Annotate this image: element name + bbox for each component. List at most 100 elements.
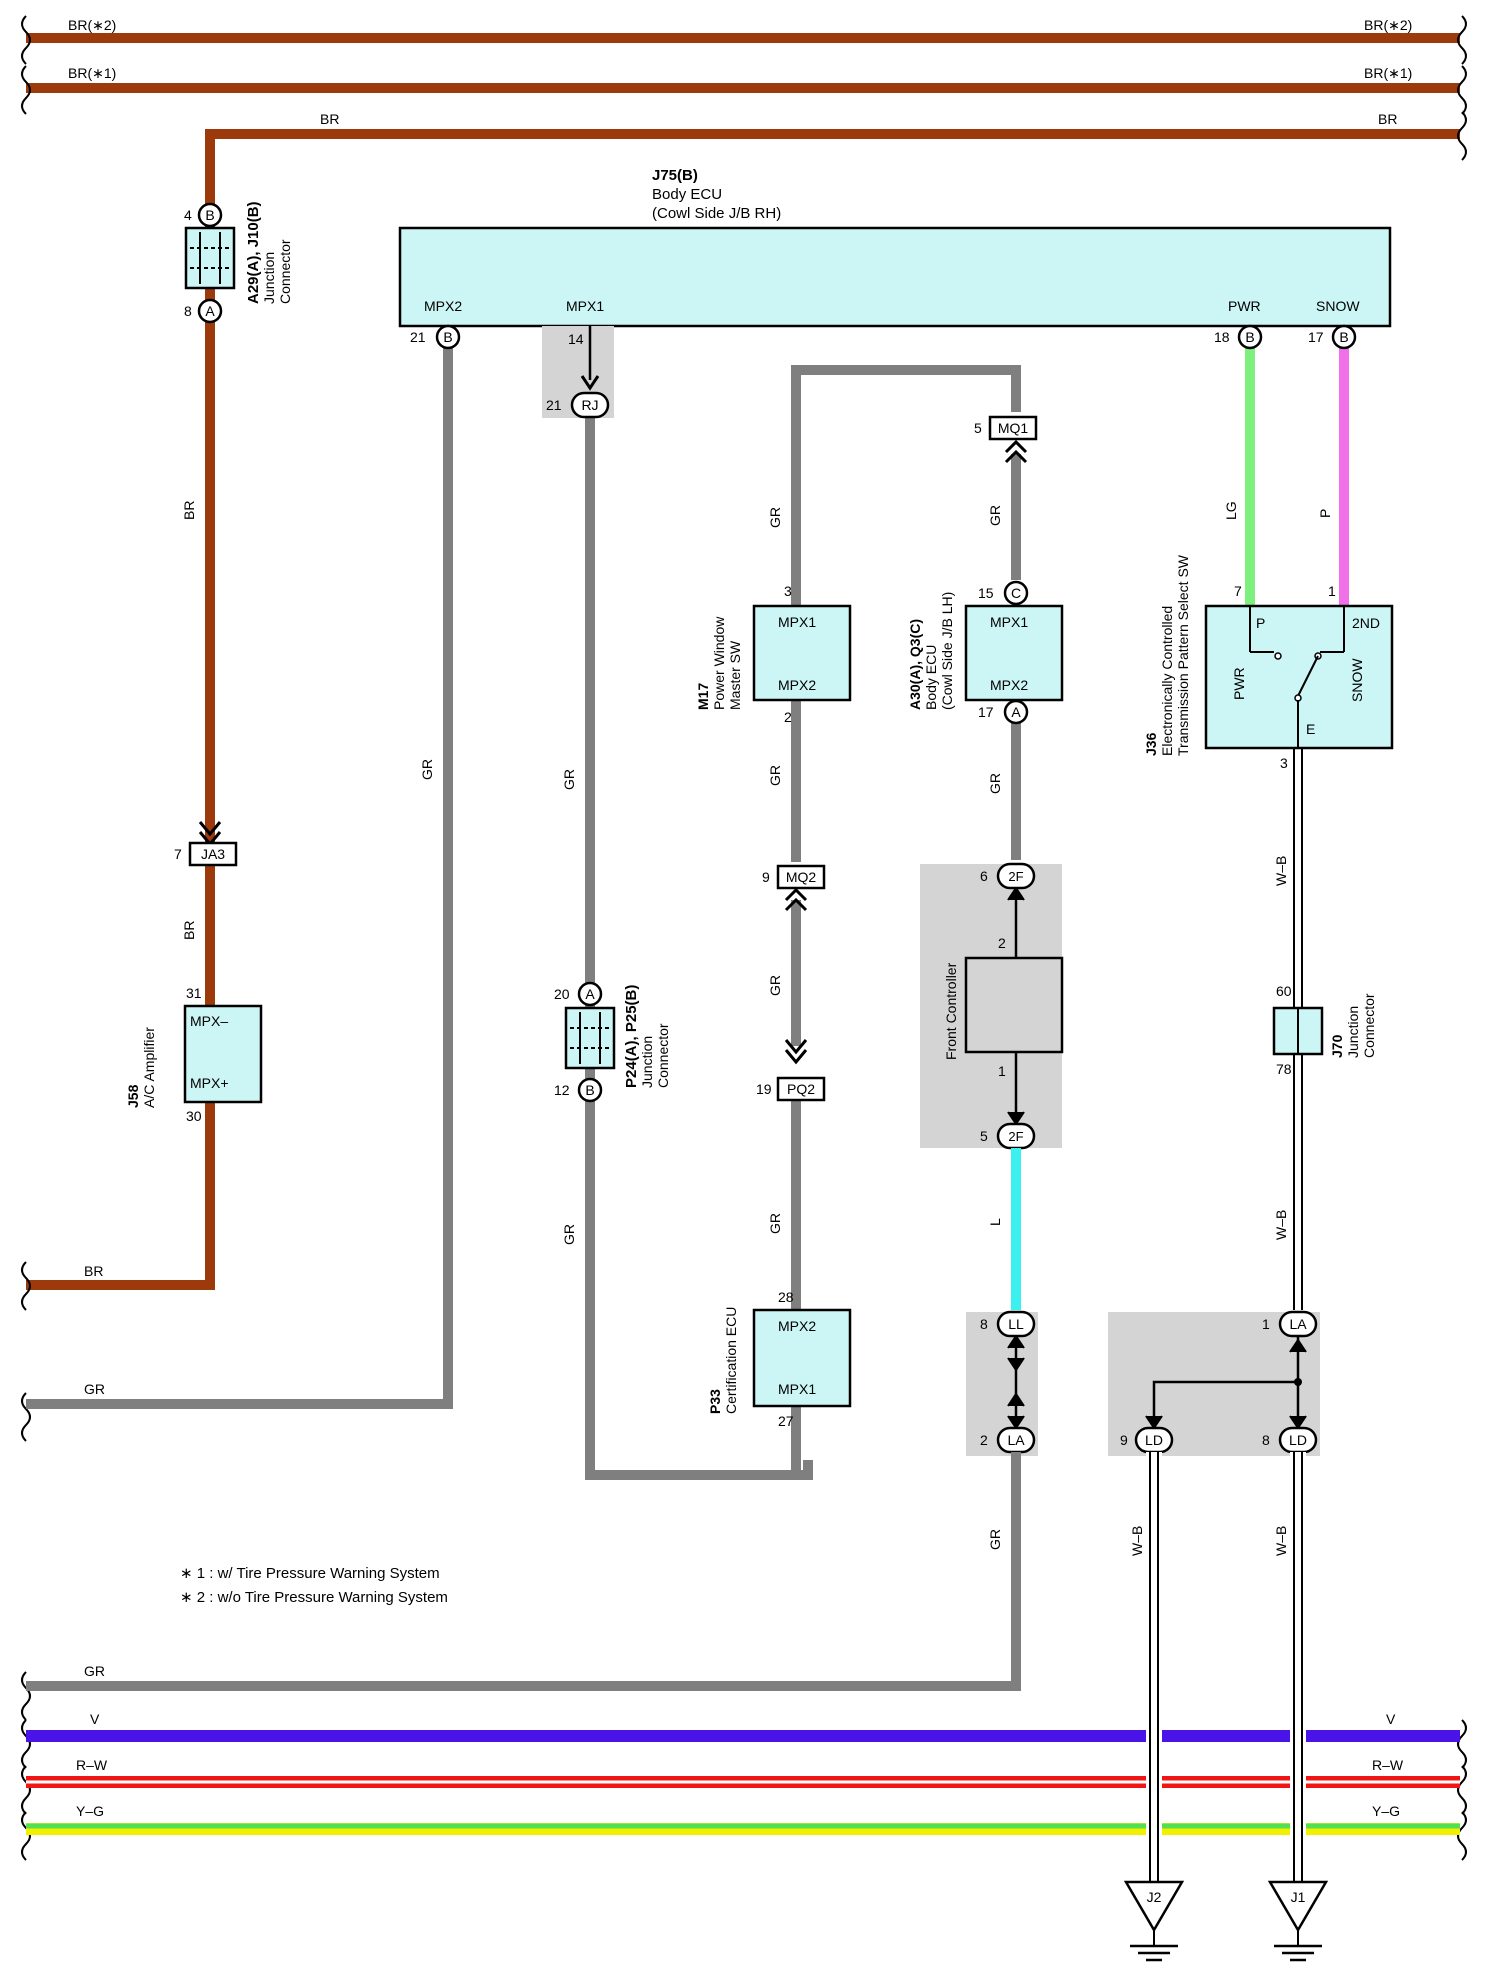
svg-text:P: P — [1317, 509, 1333, 518]
svg-text:PQ2: PQ2 — [787, 1081, 815, 1097]
svg-text:MPX2: MPX2 — [990, 677, 1028, 693]
svg-text:Y–G: Y–G — [1372, 1803, 1400, 1819]
svg-text:J36: J36 — [1143, 732, 1159, 756]
svg-text:20: 20 — [554, 986, 570, 1002]
wire-wb-ground-j2: W–B — [1129, 1452, 1162, 1882]
svg-text:W–B: W–B — [1129, 1526, 1145, 1556]
svg-text:2F: 2F — [1008, 869, 1023, 884]
svg-text:MPX1: MPX1 — [778, 614, 816, 630]
pin-name: SNOW — [1316, 298, 1360, 314]
pins-j75-right: B 18 B 17 — [1214, 324, 1357, 350]
wire-label: GR — [561, 1224, 577, 1245]
wire-gr-a30: GR GR — [987, 454, 1021, 860]
connector-mq1: MQ1 5 — [974, 415, 1038, 464]
bus-v: V V — [26, 1711, 1460, 1742]
connector-la-ld: LA 1 LD 9 LD 8 — [1108, 1310, 1320, 1456]
wire-gr-mpx1: GR GR 14 — [561, 326, 813, 1480]
svg-text:B: B — [443, 329, 452, 345]
svg-text:MPX1: MPX1 — [990, 614, 1028, 630]
svg-text:B: B — [1245, 329, 1254, 345]
pattern-select-sw-j36: P 2ND PWR SNOW E 7 1 3 J36 Electronicall… — [1143, 554, 1394, 771]
wire-label: BR — [1378, 111, 1397, 127]
svg-text:17: 17 — [978, 704, 994, 720]
footnote: ∗ 1 : w/ Tire Pressure Warning System — [180, 1565, 440, 1582]
ac-amplifier-j58: MPX– MPX+ 31 30 J58 A/C Amplifier — [125, 985, 263, 1124]
certification-ecu-p33: MPX2 MPX1 28 27 P33 Certification ECU — [707, 1289, 852, 1429]
bus-br2: BR(∗2) BR(∗2) — [26, 17, 1460, 43]
svg-text:A: A — [585, 986, 595, 1002]
pin-name: MPX1 — [566, 298, 604, 314]
svg-text:MPX2: MPX2 — [778, 677, 816, 693]
pin-name: MPX2 — [424, 298, 462, 314]
svg-text:(Cowl Side J/B LH): (Cowl Side J/B LH) — [939, 592, 955, 710]
svg-text:7: 7 — [1234, 583, 1242, 599]
svg-text:R–W: R–W — [1372, 1757, 1404, 1773]
ground-j2: J2 — [1123, 1880, 1185, 1962]
svg-text:21: 21 — [546, 397, 562, 413]
svg-text:W–B: W–B — [1273, 1210, 1289, 1240]
wire-p: P — [1317, 348, 1349, 606]
connector-pq2: PQ2 19 — [756, 1039, 826, 1102]
svg-text:C: C — [1011, 585, 1021, 601]
component-code: J75(B) — [652, 167, 698, 184]
bus-br1: BR(∗1) BR(∗1) — [26, 65, 1460, 93]
wire-gr-powerwindow: GR GR GR GR — [767, 365, 1021, 1475]
svg-text:Front Controller: Front Controller — [943, 962, 959, 1060]
svg-text:GR: GR — [987, 505, 1003, 526]
pin-number: 4 — [184, 207, 192, 223]
svg-text:18: 18 — [1214, 329, 1230, 345]
svg-text:Master SW: Master SW — [727, 640, 743, 710]
svg-text:LA: LA — [1289, 1316, 1307, 1332]
svg-text:Connector: Connector — [1361, 993, 1377, 1058]
svg-text:6: 6 — [980, 868, 988, 884]
wire-l: L — [987, 1148, 1021, 1310]
svg-text:GR: GR — [987, 773, 1003, 794]
svg-text:Junction: Junction — [1345, 1006, 1361, 1058]
component-code: A29(A), J10(B) — [245, 201, 262, 304]
svg-text:17: 17 — [1308, 329, 1324, 345]
svg-text:Transmission Pattern Select SW: Transmission Pattern Select SW — [1175, 554, 1191, 756]
wire-label: BR — [181, 921, 197, 940]
svg-text:Body ECU: Body ECU — [923, 645, 939, 710]
svg-text:27: 27 — [778, 1413, 794, 1429]
pin-number: 31 — [186, 985, 202, 1001]
svg-text:P33: P33 — [707, 1389, 723, 1414]
svg-text:MPX2: MPX2 — [778, 1318, 816, 1334]
svg-text:21: 21 — [410, 329, 426, 345]
svg-text:V: V — [90, 1711, 100, 1727]
svg-text:V: V — [1386, 1711, 1396, 1727]
junction-connector-a29: B 4 A 8 A29(A), J10(B) Junction Connecto… — [184, 201, 293, 324]
svg-text:2F: 2F — [1008, 1129, 1023, 1144]
svg-text:W–B: W–B — [1273, 856, 1289, 886]
wire-label: GR — [419, 759, 435, 780]
svg-text:8: 8 — [1262, 1432, 1270, 1448]
svg-text:2: 2 — [784, 709, 792, 725]
wire-wb-ground-j1: W–B — [1273, 1452, 1306, 1882]
wire-label: BR(∗1) — [1364, 65, 1412, 81]
svg-text:RJ: RJ — [581, 397, 598, 413]
svg-text:A30(A), Q3(C): A30(A), Q3(C) — [907, 619, 923, 710]
svg-text:2: 2 — [980, 1432, 988, 1448]
svg-text:M17: M17 — [695, 683, 711, 710]
wire-gr-mpx2: GR GR — [26, 348, 453, 1409]
svg-text:60: 60 — [1276, 983, 1292, 999]
svg-text:MQ1: MQ1 — [998, 420, 1029, 436]
wire-label: BR — [181, 501, 197, 520]
svg-text:LD: LD — [1145, 1432, 1163, 1448]
connector-mq2: MQ2 9 — [762, 864, 826, 912]
wire-label: GR — [84, 1381, 105, 1397]
svg-text:P: P — [1256, 615, 1265, 631]
wire-label: BR — [84, 1263, 103, 1279]
pin-j75-21: B 21 — [410, 324, 461, 350]
svg-text:Y–G: Y–G — [76, 1803, 104, 1819]
footnotes: ∗ 1 : w/ Tire Pressure Warning System ∗ … — [180, 1565, 448, 1606]
pin-name: MPX+ — [190, 1075, 229, 1091]
wire-label: BR(∗2) — [68, 17, 116, 33]
svg-text:LA: LA — [1007, 1432, 1025, 1448]
connector-rj: RJ 21 — [546, 391, 610, 419]
pin-number: 14 — [568, 331, 584, 347]
svg-text:SNOW: SNOW — [1349, 658, 1365, 702]
svg-text:19: 19 — [756, 1081, 772, 1097]
component-code: J58 — [125, 1084, 141, 1108]
